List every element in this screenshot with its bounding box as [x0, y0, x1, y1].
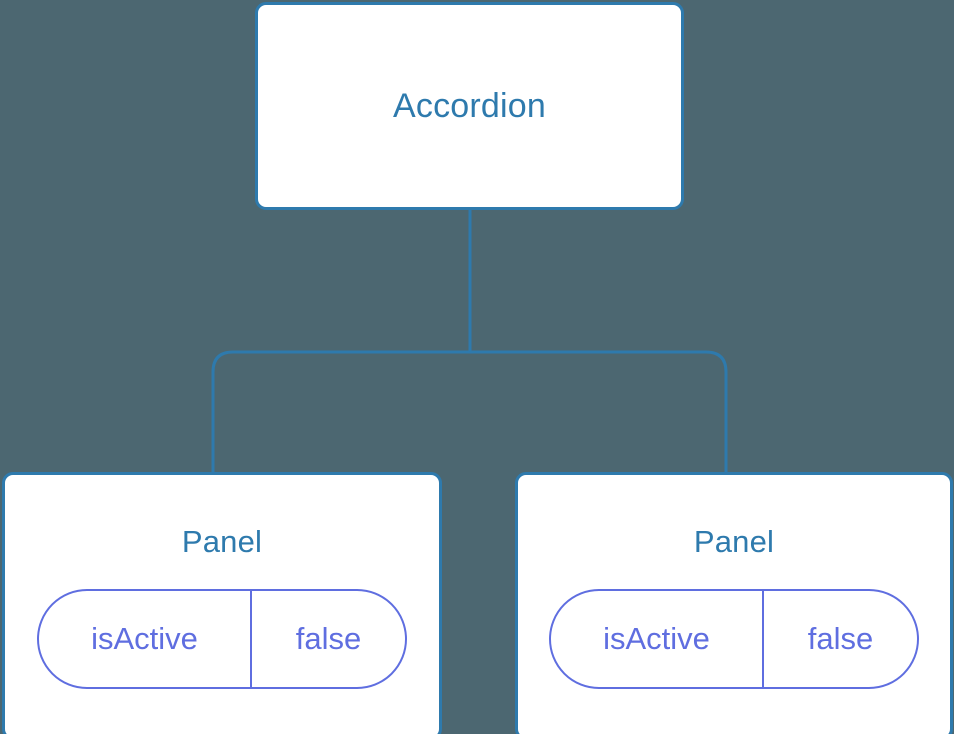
tree-node-panel-1[interactable]: Panel isActive false — [2, 472, 442, 734]
tree-node-panel-2[interactable]: Panel isActive false — [515, 472, 953, 734]
state-key: isActive — [551, 591, 764, 687]
state-value: false — [807, 621, 874, 656]
edge-to-left-child — [211, 350, 470, 474]
state-pill[interactable]: isActive false — [37, 589, 407, 689]
tree-node-accordion[interactable]: Accordion — [255, 2, 684, 210]
state-pill[interactable]: isActive false — [549, 589, 919, 689]
state-key: isActive — [39, 591, 252, 687]
state-value: false — [295, 621, 362, 656]
node-title: Panel — [693, 524, 775, 559]
edge-to-right-child — [470, 350, 728, 474]
node-title: Panel — [181, 524, 263, 559]
node-title: Accordion — [393, 87, 546, 125]
